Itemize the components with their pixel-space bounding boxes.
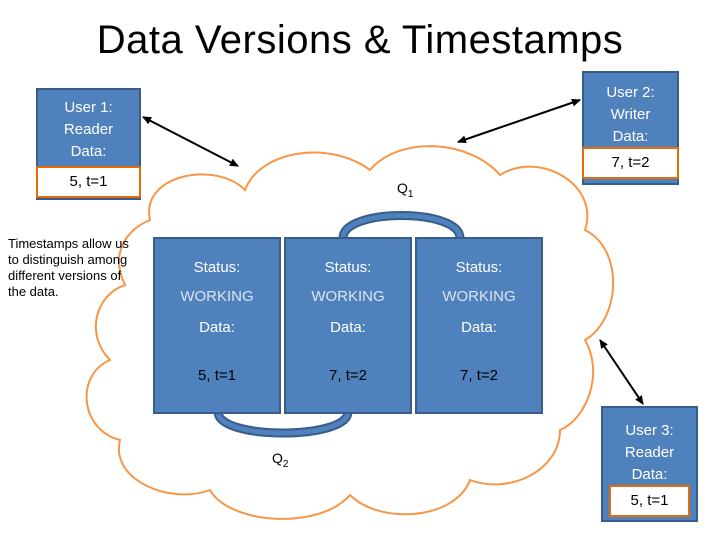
node2-value: 7, t=2 [329, 367, 367, 384]
replica-node-3: Status: WORKING Data: 7, t=2 [415, 237, 543, 414]
user2-line3: Data: [612, 128, 649, 145]
node3-status: WORKING [442, 288, 516, 305]
user2-value: 7, t=2 [582, 147, 679, 179]
user3-line1: User 3: [625, 422, 674, 439]
user3-line2: Reader [624, 444, 675, 461]
node2-data-label: Data: [330, 319, 366, 336]
node3-data-label: Data: [461, 319, 497, 336]
q2-label-base: Q [272, 450, 283, 466]
node2-status-label: Status: [324, 259, 372, 276]
q1-label: Q1 [397, 180, 413, 200]
q2-label: Q2 [272, 450, 288, 470]
node2-status: WORKING [311, 288, 385, 305]
q1-label-base: Q [397, 180, 408, 196]
replica-node-1: Status: WORKING Data: 5, t=1 [153, 237, 281, 414]
user1-line3: Data: [70, 143, 107, 160]
slide-title: Data Versions & Timestamps [96, 18, 624, 62]
user3-line3: Data: [631, 466, 668, 483]
user1-line1: User 1: [64, 99, 113, 116]
node3-value: 7, t=2 [460, 367, 498, 384]
user3-value: 5, t=1 [609, 485, 690, 517]
timestamp-note: Timestamps allow us to distinguish among… [8, 236, 129, 299]
node1-value: 5, t=1 [198, 367, 236, 384]
q2-label-sub: 2 [282, 458, 289, 470]
user1-line2: Reader [63, 121, 114, 138]
node1-data-label: Data: [199, 319, 235, 336]
replica-node-2: Status: WORKING Data: 7, t=2 [284, 237, 412, 414]
node3-status-label: Status: [455, 259, 503, 276]
arrow-user3 [599, 339, 644, 405]
user1-value: 5, t=1 [36, 166, 141, 198]
arrow-user2 [457, 98, 581, 144]
node1-status: WORKING [180, 288, 254, 305]
user2-line2: Writer [610, 106, 651, 123]
q1-label-sub: 1 [407, 188, 414, 200]
node1-status-label: Status: [193, 259, 241, 276]
arrow-user1 [142, 116, 239, 167]
user2-line1: User 2: [606, 84, 655, 101]
